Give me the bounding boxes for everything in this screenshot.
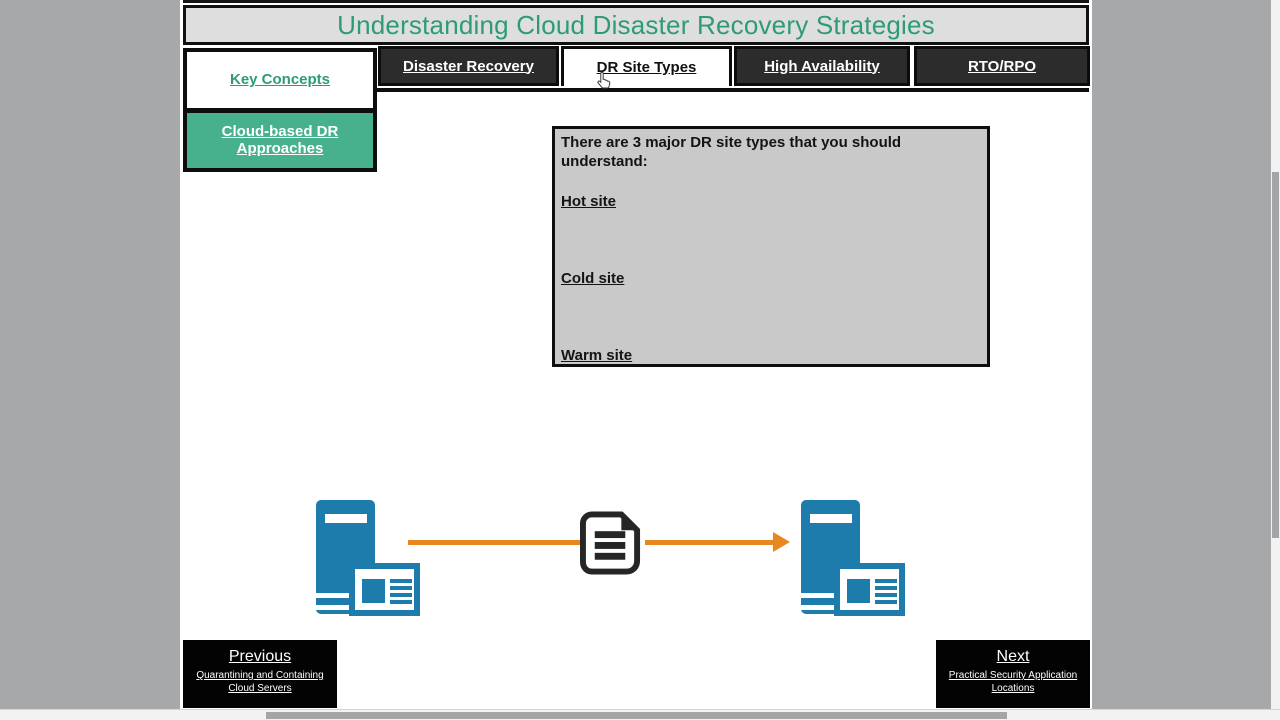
tab-disaster-recovery[interactable]: Disaster Recovery bbox=[378, 46, 559, 86]
replication-arrowhead bbox=[773, 532, 790, 552]
tabs-underline-rule bbox=[377, 88, 1089, 92]
tab-label: High Availability bbox=[764, 57, 880, 75]
server-icon bbox=[801, 500, 905, 616]
previous-button[interactable]: Previous Quarantining and Containing Clo… bbox=[183, 640, 337, 708]
replication-arrow-left-segment bbox=[408, 540, 581, 545]
vertical-scrollbar-track[interactable] bbox=[1271, 0, 1280, 709]
sidebar-item-key-concepts[interactable]: Key Concepts bbox=[187, 52, 373, 108]
horizontal-scrollbar-track[interactable] bbox=[0, 709, 1280, 720]
tab-label: DR Site Types bbox=[596, 59, 697, 76]
next-description: Practical Security Application Locations bbox=[948, 670, 1078, 694]
content-panel: There are 3 major DR site types that you… bbox=[552, 126, 990, 367]
link-warm-site[interactable]: Warm site bbox=[561, 347, 633, 364]
server-icon bbox=[316, 500, 420, 616]
hand-cursor-icon bbox=[597, 71, 611, 89]
sidebar: Key Concepts Cloud-based DR Approaches bbox=[183, 48, 377, 172]
tab-label: Disaster Recovery bbox=[403, 57, 534, 75]
link-cold-site[interactable]: Cold site bbox=[561, 270, 625, 287]
slide-page: Understanding Cloud Disaster Recovery St… bbox=[180, 0, 1092, 709]
sidebar-item-label: Key Concepts bbox=[229, 71, 331, 89]
sidebar-item-label: Cloud-based DR Approaches bbox=[221, 123, 339, 158]
tab-rto-rpo[interactable]: RTO/RPO bbox=[914, 46, 1090, 86]
slide-top-border bbox=[183, 0, 1089, 3]
tab-high-availability[interactable]: High Availability bbox=[734, 46, 910, 86]
next-label: Next bbox=[996, 648, 1030, 665]
vertical-scrollbar-thumb[interactable] bbox=[1272, 172, 1279, 538]
content-intro: There are 3 major DR site types that you… bbox=[561, 134, 902, 170]
horizontal-scrollbar-thumb[interactable] bbox=[266, 712, 1007, 719]
tab-label: RTO/RPO bbox=[967, 57, 1037, 75]
page-title: Understanding Cloud Disaster Recovery St… bbox=[183, 5, 1089, 45]
document-icon bbox=[580, 511, 641, 575]
sidebar-item-cloud-based-dr[interactable]: Cloud-based DR Approaches bbox=[187, 112, 373, 168]
previous-description: Quarantining and Containing Cloud Server… bbox=[196, 670, 324, 694]
previous-label: Previous bbox=[228, 648, 292, 665]
link-hot-site[interactable]: Hot site bbox=[561, 193, 617, 210]
tab-dr-site-types[interactable]: DR Site Types bbox=[561, 46, 732, 86]
next-button[interactable]: Next Practical Security Application Loca… bbox=[936, 640, 1090, 708]
replication-arrow-right-segment bbox=[645, 540, 774, 545]
